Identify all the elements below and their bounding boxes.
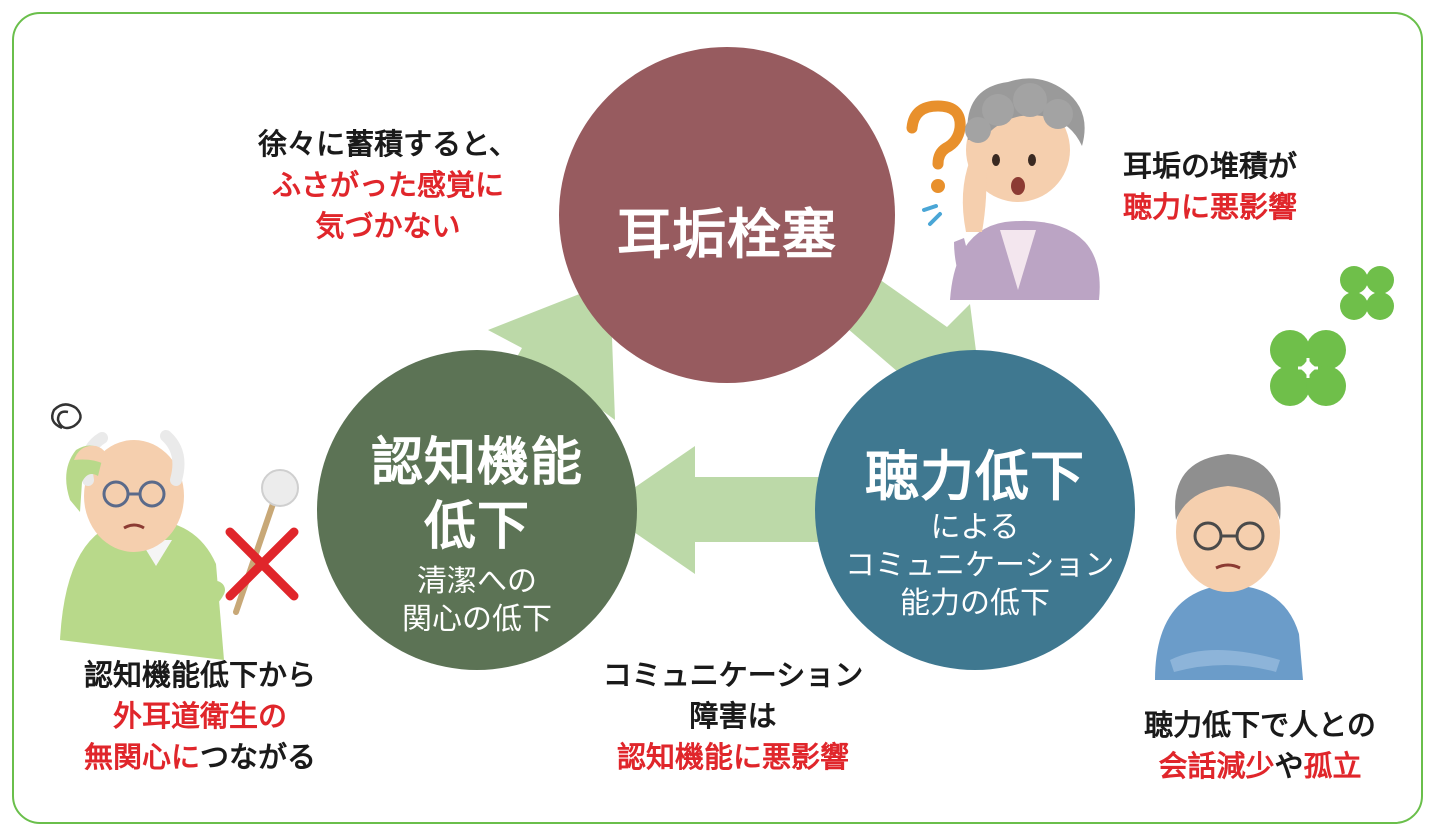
caption-earwax-effect-line1: 耳垢の堆積が bbox=[1122, 149, 1297, 183]
elderly-man-confused-figure bbox=[60, 430, 225, 660]
elderly-woman-figure bbox=[950, 78, 1100, 300]
caption-cognitive-effect-line3b: つながる bbox=[200, 740, 317, 774]
caption-isolation: 聴力低下で人との 会話減少や孤立 bbox=[1110, 705, 1410, 787]
caption-cognitive-effect-line2: 外耳道衛生の bbox=[112, 699, 287, 733]
caption-accumulate-line2: ふさがった感覚に bbox=[271, 168, 504, 202]
caption-cognitive-effect: 認知機能低下から 外耳道衛生の 無関心につながる bbox=[50, 655, 350, 778]
caption-isolation-line1: 聴力低下で人との bbox=[1144, 708, 1376, 742]
arrow-hearing-to-cognitive bbox=[602, 446, 828, 574]
clover-icon bbox=[1270, 330, 1346, 406]
caption-isolation-line2a: 会話減少 bbox=[1158, 749, 1275, 783]
caption-cognitive-effect-line1: 認知機能低下から bbox=[83, 658, 316, 692]
caption-communication-line2: 障害は bbox=[689, 699, 777, 733]
caption-communication-line3: 認知機能に悪影響 bbox=[616, 740, 849, 774]
question-mark-icon bbox=[906, 100, 966, 226]
hearing-sub-1: による bbox=[930, 510, 1020, 545]
caption-accumulate: 徐々に蓄積すると、 ふさがった感覚に 気づかない bbox=[238, 124, 538, 247]
hearing-sub-3: 能力の低下 bbox=[900, 586, 1050, 621]
caption-communication: コミュニケーション 障害は 認知機能に悪影響 bbox=[568, 655, 898, 778]
caption-accumulate-line1: 徐々に蓄積すると、 bbox=[258, 127, 518, 161]
cross-mark-icon bbox=[225, 527, 299, 601]
caption-cognitive-effect-line3a: 無関心に bbox=[83, 740, 200, 774]
cognitive-title-1: 認知機能 bbox=[370, 433, 583, 493]
caption-cognitive-effect-line3: 無関心につながる bbox=[50, 737, 350, 778]
confusion-scribble-icon bbox=[51, 403, 82, 430]
caption-isolation-line2c: 孤立 bbox=[1303, 749, 1362, 783]
earwax-title: 耳垢栓塞 bbox=[617, 203, 837, 266]
caption-isolation-line2: 会話減少や孤立 bbox=[1110, 746, 1410, 787]
caption-earwax-effect-line2: 聴力に悪影響 bbox=[1122, 190, 1297, 224]
cognitive-sub-1: 清潔への bbox=[417, 564, 537, 599]
clover-icon bbox=[1340, 266, 1394, 320]
circle-hearing bbox=[815, 350, 1135, 670]
circle-cognitive bbox=[317, 350, 637, 670]
cognitive-sub-2: 関心の低下 bbox=[402, 602, 552, 637]
man-with-glasses-figure bbox=[1155, 454, 1303, 680]
caption-earwax-effect: 耳垢の堆積が 聴力に悪影響 bbox=[1095, 146, 1325, 228]
circle-earwax bbox=[559, 47, 895, 383]
caption-isolation-line2b: や bbox=[1274, 749, 1304, 783]
cognitive-title-2: 低下 bbox=[423, 497, 530, 557]
caption-accumulate-line3: 気づかない bbox=[315, 209, 461, 243]
caption-communication-line1: コミュニケーション bbox=[602, 658, 864, 692]
hearing-title: 聴力低下 bbox=[865, 445, 1085, 508]
hearing-sub-2: コミュニケーション bbox=[845, 548, 1115, 583]
